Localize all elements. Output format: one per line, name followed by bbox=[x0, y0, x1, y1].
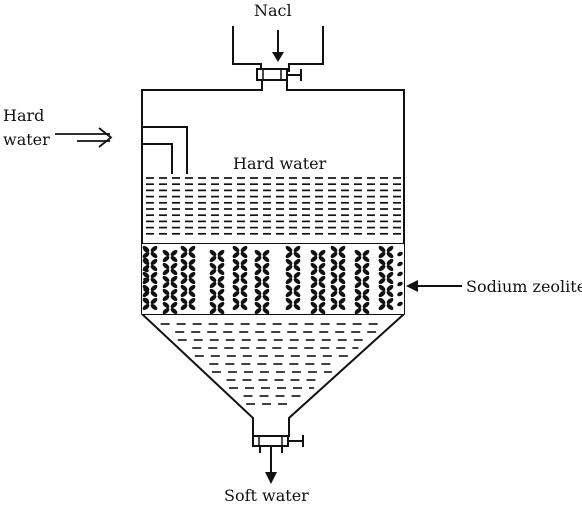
sodium-zeolite-label: Sodium zeolite bbox=[466, 277, 582, 296]
hard-water-inlet-label-line2: water bbox=[3, 130, 50, 149]
sodium-zeolite-arrow-icon bbox=[406, 280, 462, 292]
inlet-pipe bbox=[142, 126, 188, 174]
nacl-inlet-arrow-icon bbox=[272, 30, 284, 62]
hard-water-inlet-label-line1: Hard bbox=[3, 106, 44, 125]
hard-water-dashes bbox=[146, 177, 401, 235]
hard-water-inlet-arrow-icon bbox=[55, 127, 113, 148]
hard-water-layer-label: Hard water bbox=[233, 154, 327, 173]
zeolite-granules bbox=[142, 245, 403, 315]
nacl-label: Nacl bbox=[254, 1, 292, 20]
soft-water-label: Soft water bbox=[224, 486, 309, 505]
soft-water-outlet-arrow-icon bbox=[265, 446, 277, 484]
top-valve-icon bbox=[256, 68, 302, 81]
bottom-valve-icon bbox=[252, 435, 304, 453]
soft-water-dashes bbox=[160, 323, 378, 405]
